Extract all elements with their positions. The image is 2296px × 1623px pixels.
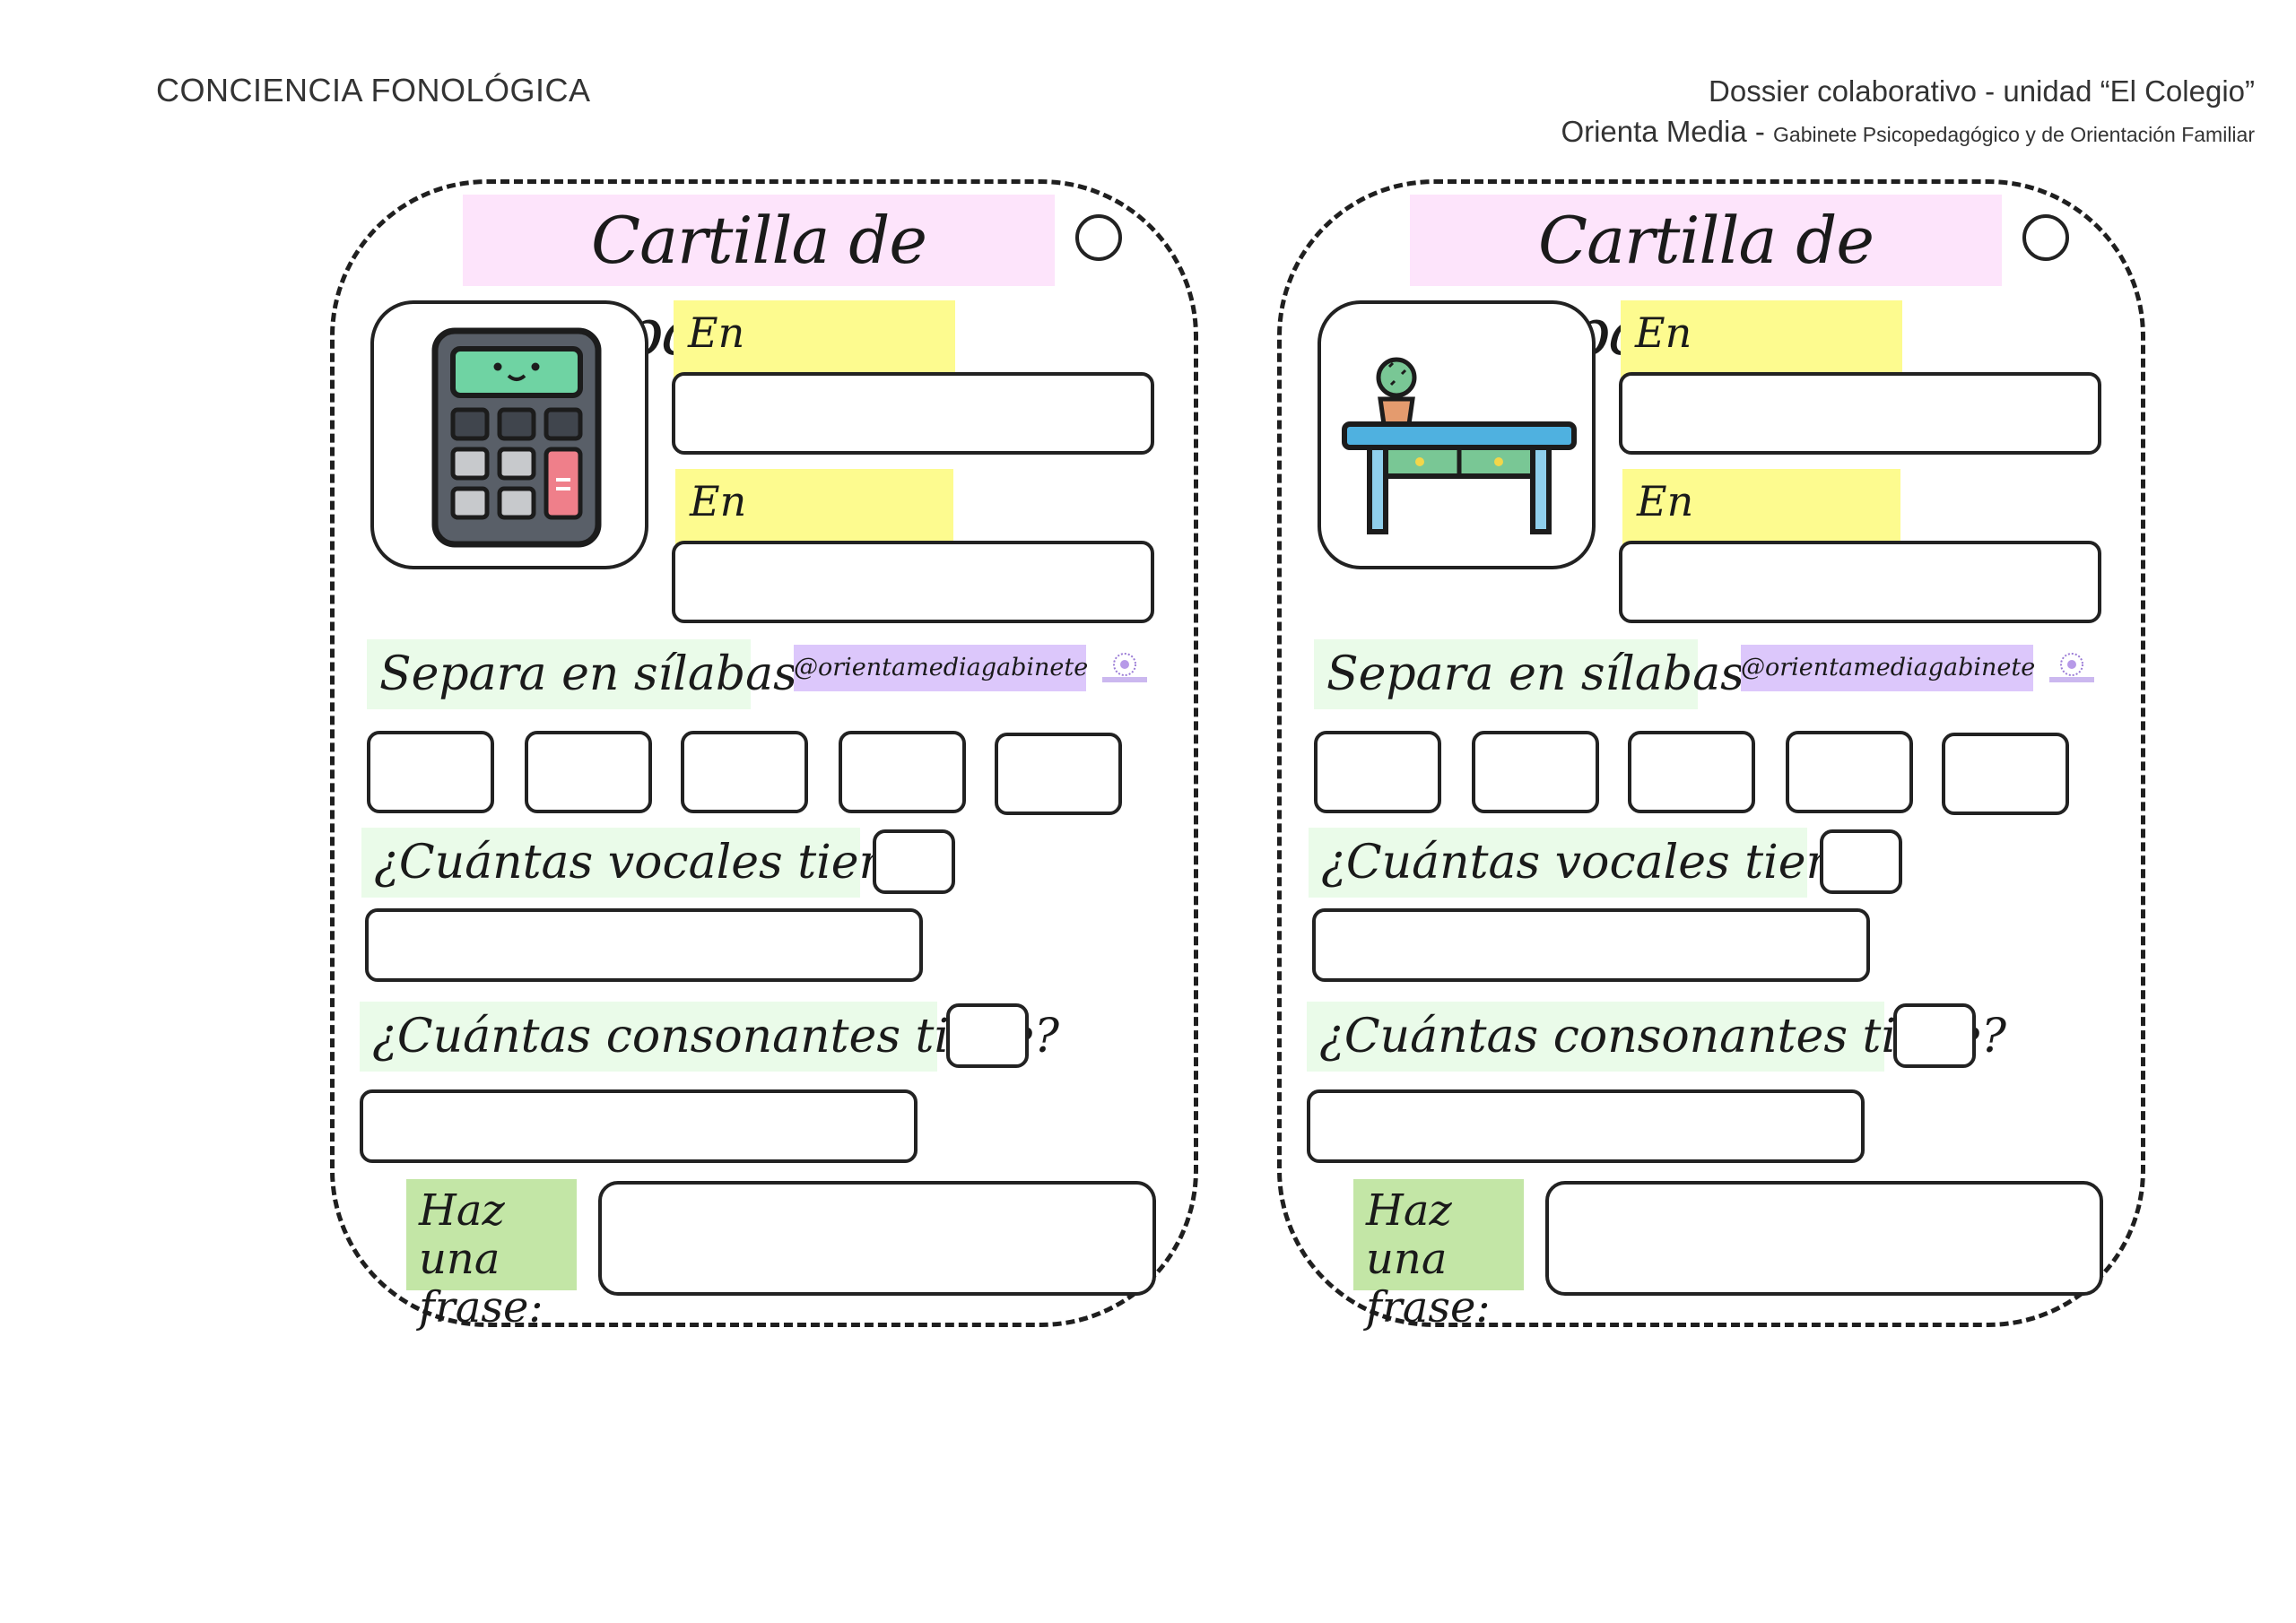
- sentence-label: Haz una frase:: [1353, 1179, 1524, 1332]
- uppercase-field[interactable]: [1619, 372, 2101, 455]
- syllables-label: Separa en sílabas:: [367, 639, 813, 709]
- consonants-count-box[interactable]: [1893, 1003, 1976, 1068]
- orienta-media-logo-icon: [1102, 653, 1147, 682]
- lowercase-field[interactable]: [1619, 541, 2101, 623]
- vowels-label: ¿Cuántas vocales tiene?: [361, 828, 942, 898]
- header-org-desc: Gabinete Psicopedagógico y de Orientació…: [1773, 123, 2255, 146]
- sentence-field[interactable]: [598, 1181, 1156, 1296]
- consonants-label: ¿Cuántas consonantes tiene?: [360, 1002, 1059, 1072]
- syllable-box-4[interactable]: [839, 731, 966, 813]
- header-dossier: Dossier colaborativo - unidad “El Colegi…: [1709, 74, 2255, 108]
- syllable-box-3[interactable]: [1628, 731, 1755, 813]
- header-org-name: Orienta Media -: [1561, 115, 1774, 148]
- desk-icon: [1342, 357, 1577, 534]
- sentence-label: Haz una frase:: [406, 1179, 577, 1332]
- syllable-box-4[interactable]: [1786, 731, 1913, 813]
- sentence-field[interactable]: [1545, 1181, 2103, 1296]
- header-org: Orienta Media - Gabinete Psicopedagógico…: [1561, 111, 2255, 155]
- consonants-field[interactable]: [360, 1089, 918, 1163]
- consonants-field[interactable]: [1307, 1089, 1865, 1163]
- syllable-box-5[interactable]: [995, 733, 1122, 815]
- social-handle: @orientamediagabinete: [1741, 645, 2035, 691]
- header-left: CONCIENCIA FONOLÓGICA: [156, 72, 591, 108]
- lowercase-field[interactable]: [672, 541, 1154, 623]
- header-right: Dossier colaborativo - unidad “El Colegi…: [1561, 72, 2255, 155]
- syllable-box-1[interactable]: [367, 731, 494, 813]
- word-image-frame: [370, 300, 648, 569]
- word-image-frame: [1318, 300, 1596, 569]
- syllable-box-3[interactable]: [681, 731, 808, 813]
- punch-hole-icon: [1075, 214, 1122, 261]
- vowels-field[interactable]: [365, 908, 923, 982]
- syllable-box-5[interactable]: [1942, 733, 2069, 815]
- word-card-1: Cartilla de palabras En mayúscula: En mi…: [330, 179, 1198, 1332]
- vowels-count-box[interactable]: [873, 829, 955, 894]
- word-card-2: Cartilla de palabras En mayúscula: En mi…: [1277, 179, 2145, 1332]
- uppercase-field[interactable]: [672, 372, 1154, 455]
- social-handle: @orientamediagabinete: [794, 645, 1088, 691]
- calculator-icon: [431, 327, 602, 548]
- card-title: Cartilla de palabras: [463, 195, 1055, 369]
- syllables-label: Separa en sílabas:: [1314, 639, 1760, 709]
- vowels-field[interactable]: [1312, 908, 1870, 982]
- vowels-label: ¿Cuántas vocales tiene?: [1309, 828, 1889, 898]
- orienta-media-logo-icon: [2049, 653, 2094, 682]
- card-title: Cartilla de palabras: [1410, 195, 2002, 369]
- syllable-box-2[interactable]: [1472, 731, 1599, 813]
- syllable-box-2[interactable]: [525, 731, 652, 813]
- punch-hole-icon: [2022, 214, 2069, 261]
- syllable-box-1[interactable]: [1314, 731, 1441, 813]
- vowels-count-box[interactable]: [1820, 829, 1902, 894]
- consonants-count-box[interactable]: [946, 1003, 1029, 1068]
- consonants-label: ¿Cuántas consonantes tiene?: [1307, 1002, 2006, 1072]
